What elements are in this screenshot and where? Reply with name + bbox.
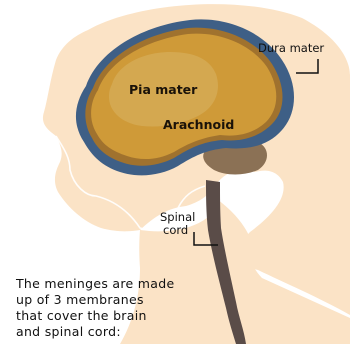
spinal-label: Spinal <box>160 212 195 224</box>
arachnoid-label: Arachnoid <box>163 119 234 132</box>
cord-label: cord <box>163 225 188 237</box>
pia-mater-label: Pia mater <box>129 84 197 97</box>
dura-mater-label: Dura mater <box>258 43 324 55</box>
caption-line: that cover the brain <box>16 308 174 324</box>
caption: The meninges are made up of 3 membranes … <box>16 276 174 340</box>
caption-line: The meninges are made <box>16 276 174 292</box>
caption-line: and spinal cord: <box>16 324 174 340</box>
caption-line: up of 3 membranes <box>16 292 174 308</box>
